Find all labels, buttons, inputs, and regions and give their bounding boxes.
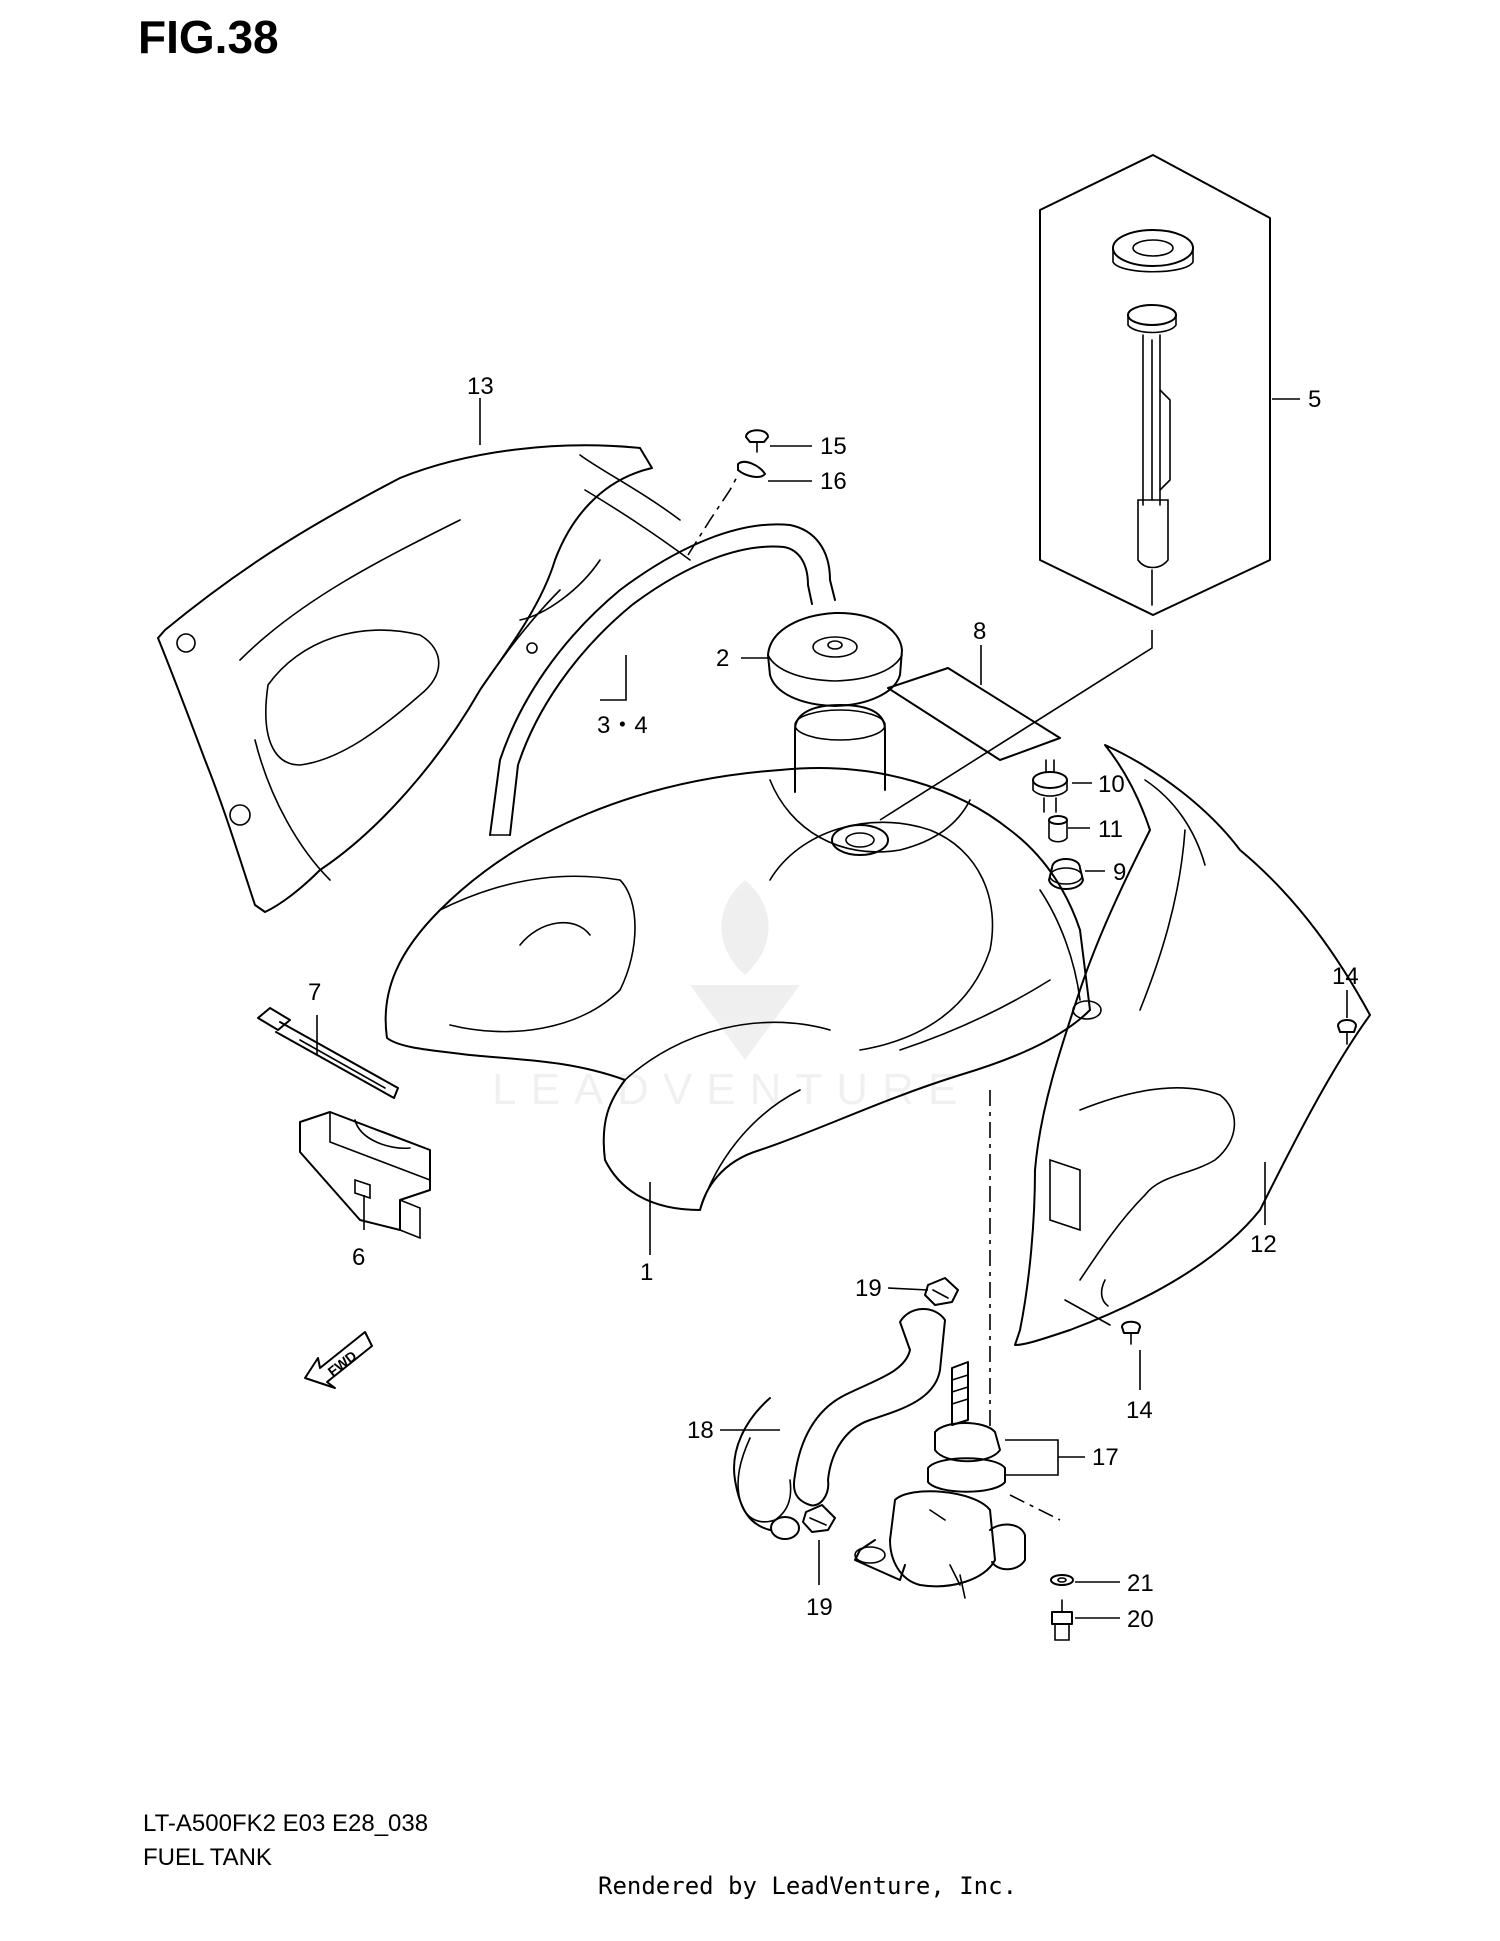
clamp-nut-part (737, 460, 766, 478)
leadventure-logo-icon (690, 880, 800, 1060)
callout-6: 6 (352, 1244, 365, 1271)
cable-tie-part (257, 1007, 399, 1099)
callout-16: 16 (820, 468, 847, 495)
fuel-hose-part (733, 1308, 946, 1540)
callout-17: 17 (1092, 1444, 1119, 1471)
callout-20: 20 (1127, 1606, 1154, 1633)
callout-9: 9 (1113, 859, 1126, 886)
callout-2: 2 (716, 645, 729, 672)
washer-part (1050, 1574, 1074, 1586)
right-side-cover-part (1014, 744, 1371, 1346)
callout-3-4: 3・4 (597, 712, 648, 739)
hose-bracket-part (299, 1111, 431, 1240)
warning-label-part (887, 667, 1061, 761)
hose-clip-part-bottom (802, 1504, 836, 1533)
rendered-by-credit: Rendered by LeadVenture, Inc. (598, 1872, 1018, 1900)
fwd-label: FWD (325, 1347, 360, 1379)
callout-14-bottom: 14 (1126, 1397, 1153, 1424)
callout-7: 7 (308, 979, 321, 1006)
callout-5: 5 (1308, 386, 1321, 413)
callout-19-bottom: 19 (806, 1594, 833, 1621)
callout-11: 11 (1098, 816, 1123, 843)
breather-hose-part (489, 523, 836, 836)
section-name: FUEL TANK (143, 1844, 272, 1871)
callout-21: 21 (1127, 1570, 1154, 1597)
callout-14-top: 14 (1332, 963, 1359, 990)
fuel-tank-part (384, 704, 1102, 1211)
callout-12: 13 (467, 373, 494, 400)
fuel-cap-part (767, 611, 903, 707)
left-side-cover-part (157, 444, 691, 913)
screw-part-top (1337, 1019, 1357, 1045)
tank-bolt-part (1032, 759, 1068, 813)
callout-1: 1 (640, 1259, 653, 1286)
callout-19-top: 19 (855, 1275, 882, 1302)
callout-8: 8 (973, 618, 986, 645)
callout-18: 18 (687, 1417, 714, 1444)
screw-part-bottom (1121, 1320, 1141, 1345)
fuel-valve-part (854, 1361, 1026, 1599)
leader-lines (316, 398, 1348, 1619)
model-code: LT-A500FK2 E03 E28_038 (143, 1810, 429, 1837)
hose-clip-part-top (924, 1277, 959, 1306)
callout-labels: 13 3・4 2 1 5 6 7 8 9 10 11 12 14 14 15 1… (308, 373, 1359, 1633)
grommet-part (745, 429, 769, 453)
tank-collar-part (1048, 815, 1068, 843)
forward-arrow-icon: FWD (304, 1331, 373, 1389)
callout-10: 10 (1098, 771, 1125, 798)
callout-13: 12 (1250, 1231, 1277, 1258)
callout-15: 15 (820, 433, 847, 460)
watermark-text: LEADVENTURE (492, 1065, 972, 1114)
figure-title: FIG.38 (138, 11, 279, 63)
valve-bolt-part (1051, 1599, 1073, 1641)
assembly-lines (687, 474, 1153, 1521)
fuel-gauge-kit-part (1039, 154, 1271, 616)
tank-cushion-part (1048, 858, 1084, 890)
